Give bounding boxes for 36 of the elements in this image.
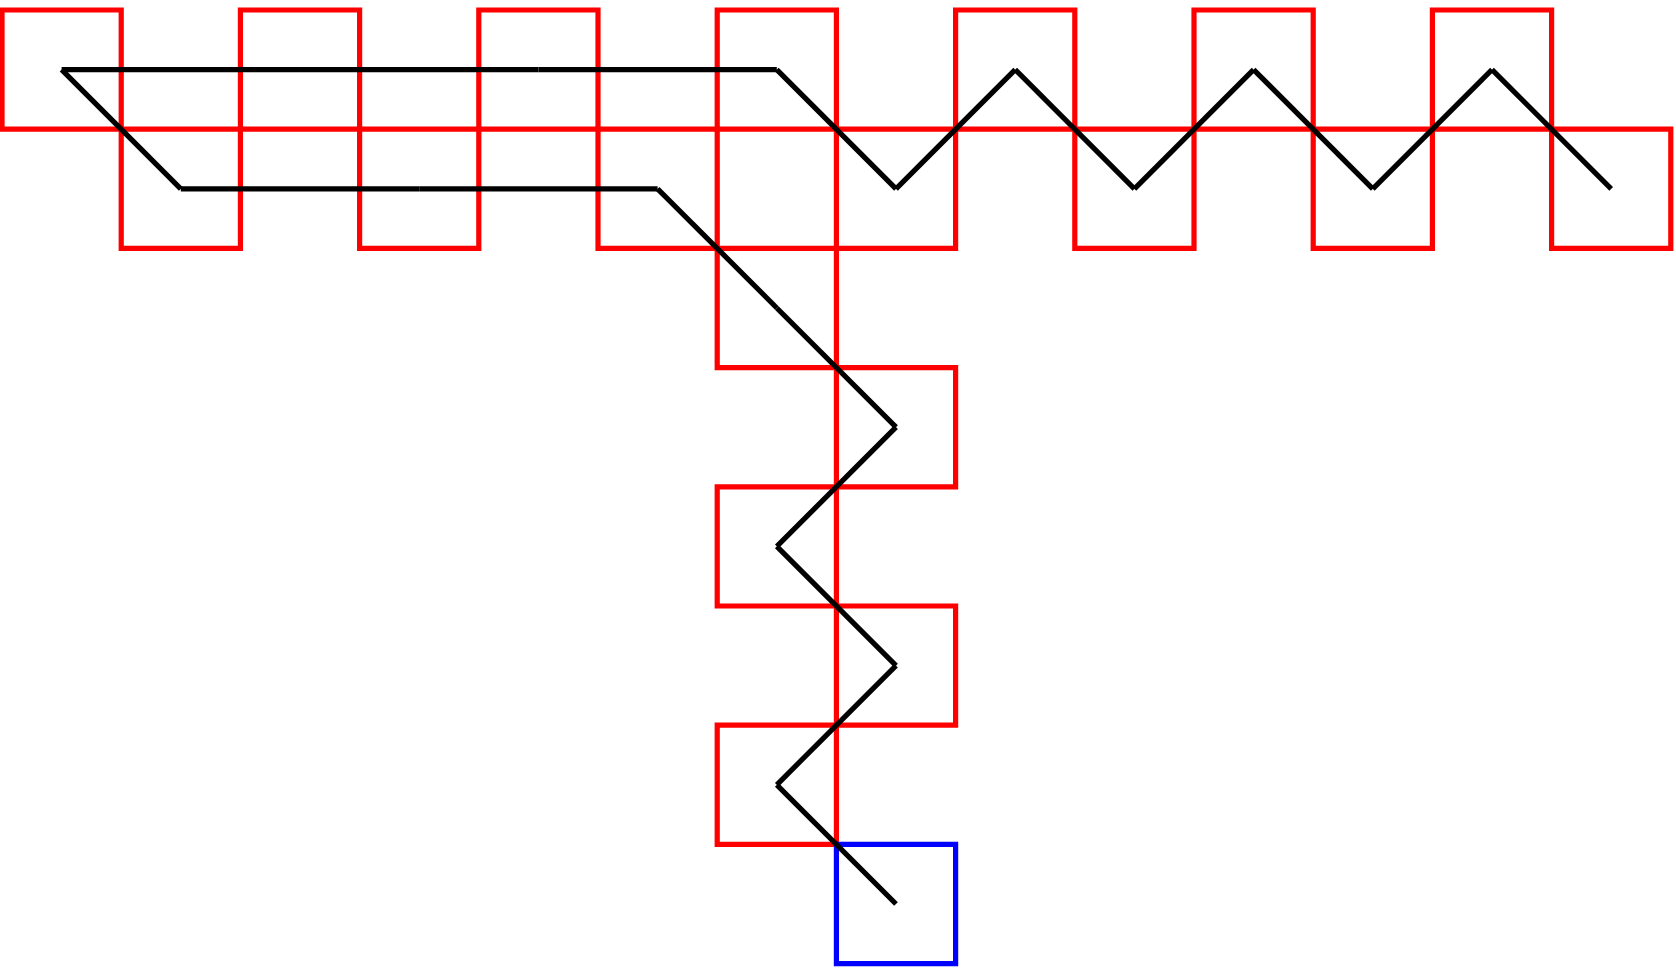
square: [714, 245, 839, 371]
square: [833, 841, 959, 967]
path-line: [774, 544, 898, 668]
square: [1429, 7, 1555, 132]
path-line: [419, 186, 658, 192]
square: [714, 722, 839, 847]
path-line: [894, 67, 1018, 191]
path-line: [180, 186, 420, 192]
path-line: [1132, 67, 1256, 191]
square: [118, 126, 243, 251]
path-line: [774, 425, 898, 549]
path-line: [1013, 67, 1137, 191]
path-line: [59, 67, 183, 191]
square: [1191, 7, 1316, 132]
square: [833, 126, 959, 251]
square: [237, 7, 363, 132]
square: [714, 484, 839, 609]
square: [595, 126, 720, 251]
square: [476, 7, 601, 132]
square: [1072, 126, 1197, 251]
path-line: [655, 186, 779, 310]
path-line: [1251, 67, 1375, 191]
square: [833, 365, 959, 490]
path-line: [538, 67, 777, 73]
path-line: [774, 663, 898, 787]
path-line: [1370, 67, 1494, 191]
square: [714, 7, 839, 132]
path-line: [774, 306, 898, 430]
square: [357, 126, 482, 251]
square: [953, 7, 1078, 132]
square: [1549, 126, 1674, 251]
square: [833, 603, 959, 728]
path-line: [300, 67, 539, 73]
path-line: [61, 67, 300, 73]
path-line: [774, 67, 898, 191]
square: [1310, 126, 1435, 251]
